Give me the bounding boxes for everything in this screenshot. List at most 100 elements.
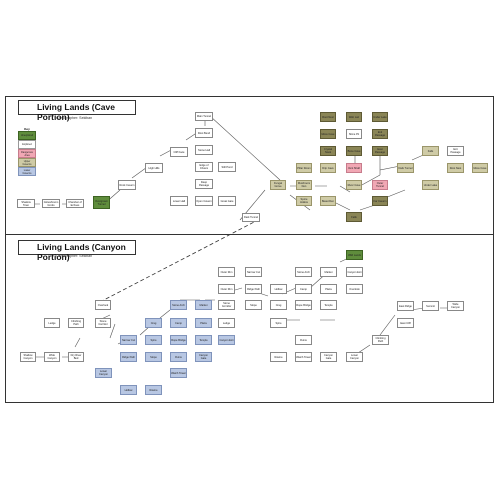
map-node[interactable]: Ruins <box>295 335 312 345</box>
map-node[interactable]: Climbing Path <box>372 335 389 345</box>
map-node[interactable]: Vent Shaft <box>346 163 362 173</box>
map-node[interactable]: Mushroom Den <box>296 180 312 190</box>
legend-item: Lower Caverns <box>18 167 36 176</box>
map-node[interactable]: Lower Hall <box>170 196 188 206</box>
canyon-subtitle: Cartographer: Sekiban <box>56 254 93 258</box>
map-node[interactable]: Spire <box>270 318 287 328</box>
map-node[interactable]: Overlook <box>346 284 363 294</box>
map-node[interactable]: East Ridge <box>397 301 414 311</box>
map-node[interactable]: Canyon Gate <box>320 352 337 362</box>
map-node[interactable]: Market <box>320 267 337 277</box>
map-node[interactable]: Glowshroom Grotto <box>42 199 60 208</box>
map-node[interactable]: Stone Hall <box>195 145 213 155</box>
map-node[interactable]: Great Gate <box>218 196 236 206</box>
map-node[interactable]: Plaza <box>195 318 212 328</box>
map-node[interactable]: Wild Lands <box>346 250 363 260</box>
map-node[interactable]: Root Nest <box>320 112 336 122</box>
map-node[interactable]: Ravine <box>145 385 162 395</box>
map-node[interactable]: Root Bend <box>195 128 213 138</box>
map-node[interactable]: Camp <box>170 318 187 328</box>
map-node[interactable]: Camp <box>295 284 312 294</box>
map-node[interactable]: Temple <box>320 300 337 310</box>
map-node[interactable]: Watch Tower <box>295 352 312 362</box>
map-node[interactable]: River Cave <box>346 180 362 190</box>
map-node[interactable]: East Cliff <box>397 318 414 328</box>
canyon-title-box: Living Lands (Canyon Portion) <box>18 240 136 262</box>
map-node[interactable]: Stone Corridor <box>218 300 235 310</box>
map-node[interactable]: Hollow <box>270 284 287 294</box>
map-node[interactable]: Pillar Room <box>296 163 312 173</box>
map-node[interactable]: Under Lake <box>372 112 388 122</box>
map-node[interactable]: Spire <box>145 335 162 345</box>
map-node[interactable]: Overlook <box>95 300 111 310</box>
map-node[interactable]: Overgrown Tunnel <box>93 196 110 209</box>
map-node[interactable]: Narrow Cut <box>245 267 262 277</box>
map-node[interactable]: Moss Cave <box>472 163 488 173</box>
map-node[interactable]: Ravine <box>270 352 287 362</box>
map-node[interactable]: Lower Canyon <box>95 368 112 378</box>
map-node[interactable]: Ledge <box>44 318 60 328</box>
map-node[interactable]: Plaza <box>320 284 337 294</box>
map-node[interactable]: Temple <box>195 335 212 345</box>
map-node[interactable]: East Passage <box>372 146 388 156</box>
map-node[interactable]: Exit Passage <box>372 129 388 139</box>
map-node[interactable]: Dark Tunnel <box>397 163 414 173</box>
map-node[interactable]: Ledge <box>218 318 235 328</box>
map-node[interactable]: Exit Passage <box>447 146 464 156</box>
map-node[interactable]: Under Lake <box>422 180 439 190</box>
map-node[interactable]: Wide Canyon <box>44 352 60 362</box>
map-node[interactable]: Ridge Path <box>245 284 262 294</box>
map-node[interactable]: Cliff Face <box>170 147 188 157</box>
map-node[interactable]: Chamber of Echoes <box>66 199 84 208</box>
map-node[interactable]: Stone Arch <box>295 267 312 277</box>
map-node[interactable]: Drip Cave <box>320 163 336 173</box>
map-node[interactable]: Crag <box>270 300 287 310</box>
map-node[interactable]: Slope <box>245 300 262 310</box>
map-node[interactable]: Falls <box>346 212 362 222</box>
map-node[interactable]: Dark Tunnel <box>242 213 260 222</box>
map-node[interactable]: Slope <box>145 352 162 362</box>
map-node[interactable]: Still Pond <box>218 162 236 172</box>
map-node[interactable]: Market <box>195 300 212 310</box>
map-node[interactable]: Root Nest <box>447 163 464 173</box>
map-node[interactable]: Crag <box>145 318 162 328</box>
map-node[interactable]: Moss Cave <box>320 129 336 139</box>
map-node[interactable]: Spore Hollow <box>296 196 312 206</box>
map-node[interactable]: Stone Corridor <box>95 318 111 328</box>
map-node[interactable]: Canyon Gate <box>195 352 212 362</box>
map-node[interactable]: Beast Den <box>320 196 336 206</box>
map-node[interactable]: Falls <box>422 146 439 156</box>
map-node[interactable]: Ridge Path <box>120 352 137 362</box>
map-node[interactable]: Open Cavern <box>195 196 213 206</box>
map-node[interactable]: Rope Bridge <box>295 300 312 310</box>
map-node[interactable]: Shadow Town <box>17 199 35 208</box>
map-node[interactable]: Crystal Nook <box>320 146 336 156</box>
map-node[interactable]: Main Tunnel <box>195 112 213 121</box>
map-node[interactable]: Edge of Chasm <box>195 162 213 172</box>
map-node[interactable]: Dry River Bed <box>68 352 84 362</box>
map-node[interactable]: Bone Cave <box>346 146 362 156</box>
map-node[interactable]: Wide Canyon <box>447 301 464 311</box>
map-node[interactable]: Outer Rim <box>218 284 235 294</box>
map-node[interactable]: Lower Canyon <box>346 352 363 362</box>
map-node[interactable]: Canyon Exit <box>346 267 363 277</box>
map-node[interactable]: Rope Bridge <box>170 335 187 345</box>
map-node[interactable]: Ruins <box>170 352 187 362</box>
map-node[interactable]: Stone Arch <box>170 300 187 310</box>
map-node[interactable]: Slime Pit <box>346 129 362 139</box>
map-node[interactable]: Climbing Path <box>68 318 84 328</box>
map-node[interactable]: Canyon Exit <box>218 335 235 345</box>
map-node[interactable]: Hollow <box>120 385 137 395</box>
map-node[interactable]: Narrow Cut <box>120 335 137 345</box>
map-node[interactable]: Rock Cavern <box>118 180 136 190</box>
map-node[interactable]: Summit <box>422 301 439 311</box>
map-node[interactable]: Outer Tunnel <box>372 180 388 190</box>
map-node[interactable]: Fungal Grove <box>270 180 286 190</box>
map-node[interactable]: High Hills <box>145 163 163 173</box>
map-node[interactable]: Far Cavern <box>372 196 388 206</box>
map-node[interactable]: Shallow Canyon <box>20 352 36 362</box>
map-node[interactable]: Deep Passage <box>195 179 213 189</box>
map-node[interactable]: Outer Rim <box>218 267 235 277</box>
map-node[interactable]: Web Lair <box>346 112 362 122</box>
map-node[interactable]: Watch Tower <box>170 368 187 378</box>
